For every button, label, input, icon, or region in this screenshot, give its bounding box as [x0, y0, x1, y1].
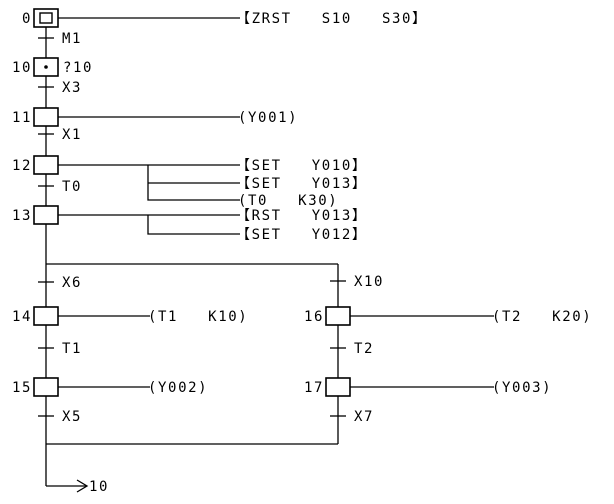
action-label-zrst: 【ZRST S10 S30】: [236, 11, 428, 27]
step-number-0: 0: [22, 11, 32, 27]
transition-label-m1: M1: [62, 31, 82, 47]
transition-label-t0: T0: [62, 179, 82, 195]
step-box-12: [33, 155, 59, 175]
action-label-t0-k30: (T0 K30): [238, 193, 338, 209]
jump-arrowhead: [76, 479, 89, 493]
action-label-y002: (Y002): [148, 380, 208, 396]
action-label-set-y012: 【SET Y012】: [236, 227, 368, 243]
step-box-15: [33, 377, 59, 397]
step-number-13: 13: [12, 208, 32, 224]
action-line-12-branch: [147, 165, 240, 201]
transition-label-x1: X1: [62, 127, 82, 143]
jump-target-label: 10: [89, 479, 109, 495]
step-box-10-dot: [44, 65, 48, 69]
action-label-t2-k20: (T2 K20): [492, 309, 592, 325]
step-number-14: 14: [12, 309, 32, 325]
step-number-11: 11: [12, 110, 32, 126]
step-number-10: 10: [12, 60, 32, 76]
transition-label-t1: T1: [62, 341, 82, 357]
step-box-16: [325, 306, 351, 326]
action-label-rst-y013: 【RST Y013】: [236, 208, 368, 224]
step-box-13: [33, 205, 59, 225]
action-label-set-y010: 【SET Y010】: [236, 158, 368, 174]
step-number-12: 12: [12, 158, 32, 174]
transition-label-x6: X6: [62, 275, 82, 291]
transition-label-x10: X10: [354, 274, 384, 290]
action-label-y003: (Y003): [492, 380, 552, 396]
step-number-16: 16: [304, 309, 324, 325]
transition-label-x5: X5: [62, 409, 82, 425]
step-number-17: 17: [304, 380, 324, 396]
step-10-label: ?10: [63, 60, 93, 76]
action-line-13-branch: [147, 215, 240, 235]
action-label-t1-k10: (T1 K10): [148, 309, 248, 325]
transition-label-t2: T2: [354, 341, 374, 357]
step-box-11: [33, 107, 59, 127]
step-box-17: [325, 377, 351, 397]
action-label-y001: (Y001): [238, 110, 298, 126]
transition-label-x7: X7: [354, 409, 374, 425]
initial-step-box-inner: [39, 12, 53, 24]
action-label-set-y013: 【SET Y013】: [236, 176, 368, 192]
step-number-15: 15: [12, 380, 32, 396]
step-box-14: [33, 306, 59, 326]
transition-label-x3: X3: [62, 80, 82, 96]
